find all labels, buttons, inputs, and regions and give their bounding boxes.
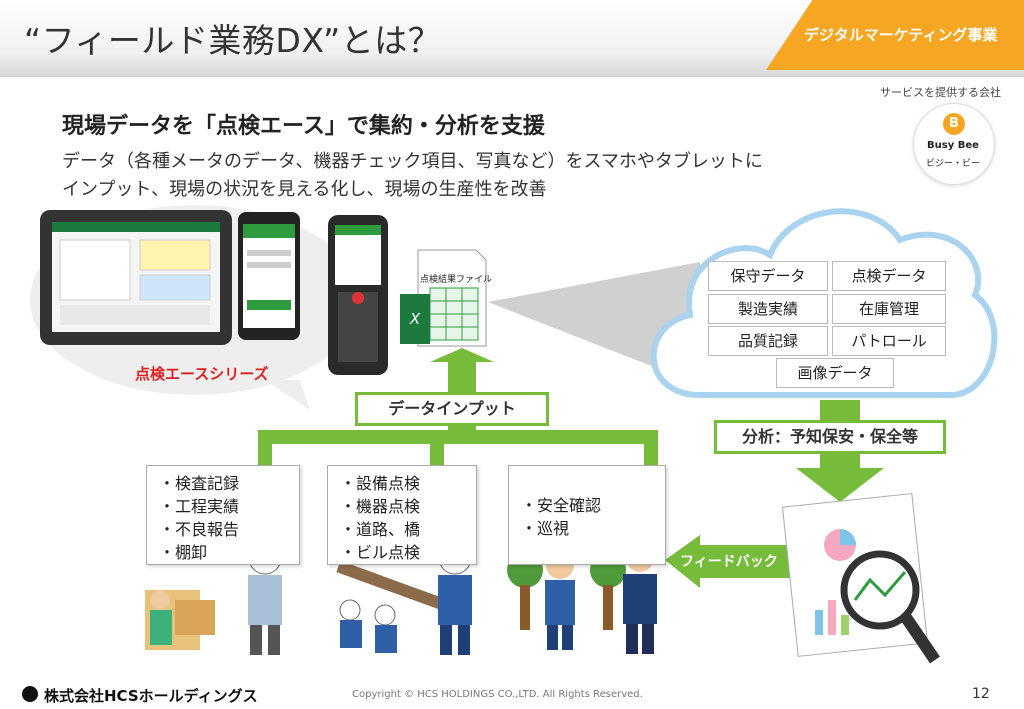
safety-worker-illustration: [545, 551, 575, 650]
excel-icon: X: [400, 294, 430, 344]
feedback-label: フィードバック: [680, 554, 778, 570]
warehouse-worker-illustration: [145, 590, 215, 650]
cloud-tag: 製造実績: [708, 294, 828, 324]
provider-caption: サービスを提供する会社: [880, 86, 1001, 99]
magnifier-icon: [840, 550, 940, 664]
cloud-tag: 保守データ: [708, 261, 828, 291]
task-item: ・ビル点検: [340, 543, 421, 562]
distribution-leg: [644, 430, 658, 466]
page-number: 12: [972, 686, 990, 702]
bubble-tail: [265, 380, 310, 410]
railway-workers-illustration: [336, 560, 454, 653]
task-item: ・工程実績: [159, 497, 240, 516]
data-input-label: データインプット: [355, 392, 549, 426]
task-box-maintenance: ・設備点検 ・機器点検 ・道路、橋 ・ビル点検: [327, 465, 477, 565]
description-line: データ（各種メータのデータ、機器チェック項目、写真など）をスマホやタブレットに: [62, 151, 763, 172]
hcs-logo-icon: [22, 686, 38, 702]
task-item: ・設備点検: [340, 474, 421, 493]
task-box-manufacturing: ・検査記録 ・工程実績 ・不良報告 ・棚卸: [146, 465, 300, 565]
task-item: ・不良報告: [159, 520, 240, 539]
analysis-arrow-head: [796, 468, 884, 502]
task-item: ・機器点検: [340, 497, 421, 516]
cloud-tag: 品質記録: [708, 326, 828, 356]
feedback-arrow: [665, 535, 800, 588]
tablet-icon: [40, 210, 232, 345]
cloud-tag: 画像データ: [776, 358, 894, 388]
cloud-tag: パトロール: [832, 326, 946, 356]
page-title: “フィールド業務DX”とは？: [24, 21, 442, 60]
task-item: ・安全確認: [521, 496, 602, 515]
copyright: Copyright © HCS HOLDINGS CO.,LTD. All Ri…: [352, 689, 643, 700]
distribution-leg: [258, 430, 272, 466]
task-box-safety: ・安全確認 ・巡視: [508, 465, 666, 565]
task-item: ・棚卸: [159, 543, 208, 562]
analysis-label: 分析：予知保安・保全等: [714, 420, 946, 454]
section-heading: 現場データを「点検エース」で集約・分析を支援: [62, 114, 545, 139]
description: データ（各種メータのデータ、機器チェック項目、写真など）をスマホやタブレットに …: [62, 148, 763, 204]
file-title: 点検結果ファイル: [420, 275, 493, 285]
cloud-tag: 点検データ: [832, 261, 946, 291]
description-line: インプット、現場の状況を見える化し、現場の生産性を改善: [62, 179, 547, 200]
projection-beam: [488, 262, 700, 385]
logo-name-en: Busy Bee: [927, 140, 979, 151]
task-item: ・検査記録: [159, 474, 240, 493]
handheld-terminal-icon: [328, 215, 388, 375]
product-series-label: 点検エースシリーズ: [135, 365, 269, 383]
bee-icon: B: [943, 113, 965, 135]
distribution-bar: [258, 430, 658, 444]
division-banner: [766, 0, 1024, 70]
input-arrow-head: [430, 348, 494, 362]
task-item: ・道路、橋: [340, 520, 421, 539]
task-item: ・巡視: [521, 519, 570, 538]
cloud-tag: 在庫管理: [832, 294, 946, 324]
smartphone-icon: [238, 212, 300, 340]
division-banner-label: デジタルマーケティング事業: [804, 26, 998, 44]
distribution-leg: [430, 430, 444, 466]
company-name: 株式会社HCSホールディングス: [44, 687, 258, 705]
spreadsheet-grid: [429, 287, 479, 341]
logo-name-ja: ビジー・ビー: [925, 159, 980, 169]
